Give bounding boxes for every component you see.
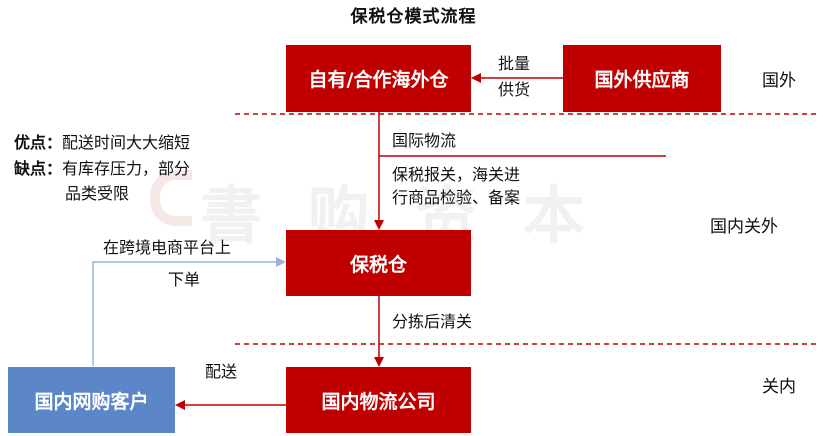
node-bonded-warehouse: 保税仓 bbox=[286, 230, 471, 296]
note-cons-text-1: 有库存压力，部分 bbox=[62, 159, 191, 178]
edge-label-intl-logistics: 国际物流 bbox=[392, 131, 457, 150]
note-cons-label: 缺点： bbox=[14, 159, 63, 178]
edge-label-order-1: 在跨境电商平台上 bbox=[103, 238, 232, 257]
edge-label-batch: 批量 bbox=[498, 54, 531, 73]
node-overseas-warehouse: 自有/合作海外仓 bbox=[286, 45, 471, 112]
edge-label-supply: 供货 bbox=[498, 80, 531, 99]
arrow-customer-to-bonded bbox=[92, 257, 286, 366]
node-domestic-customer: 国内网购客户 bbox=[8, 367, 175, 433]
note-pros: 优点：配送时间大大缩短 bbox=[14, 131, 190, 154]
edge-label-sort-clear: 分拣后清关 bbox=[392, 312, 473, 331]
note-pros-label: 优点： bbox=[14, 133, 63, 152]
node-foreign-supplier: 国外供应商 bbox=[563, 45, 721, 112]
edge-label-customs-2: 行商品检验、备案 bbox=[392, 188, 521, 207]
diagram-title: 保税仓模式流程 bbox=[350, 7, 477, 27]
edge-label-customs-1: 保税报关，海关进 bbox=[392, 165, 521, 184]
note-pros-text: 配送时间大大缩短 bbox=[62, 133, 191, 152]
zone-label-inland-outside: 国内关外 bbox=[710, 217, 778, 237]
edge-label-delivery: 配送 bbox=[205, 362, 238, 381]
note-cons-text-2: 品类受限 bbox=[65, 184, 130, 203]
note-cons: 缺点：有库存压力，部分 bbox=[14, 157, 190, 180]
edge-label-order-2: 下单 bbox=[168, 270, 201, 289]
watermark-logo bbox=[150, 170, 192, 226]
node-domestic-logistics: 国内物流公司 bbox=[286, 367, 471, 433]
zone-label-inside: 关内 bbox=[762, 377, 796, 397]
zone-label-foreign: 国外 bbox=[762, 71, 796, 91]
